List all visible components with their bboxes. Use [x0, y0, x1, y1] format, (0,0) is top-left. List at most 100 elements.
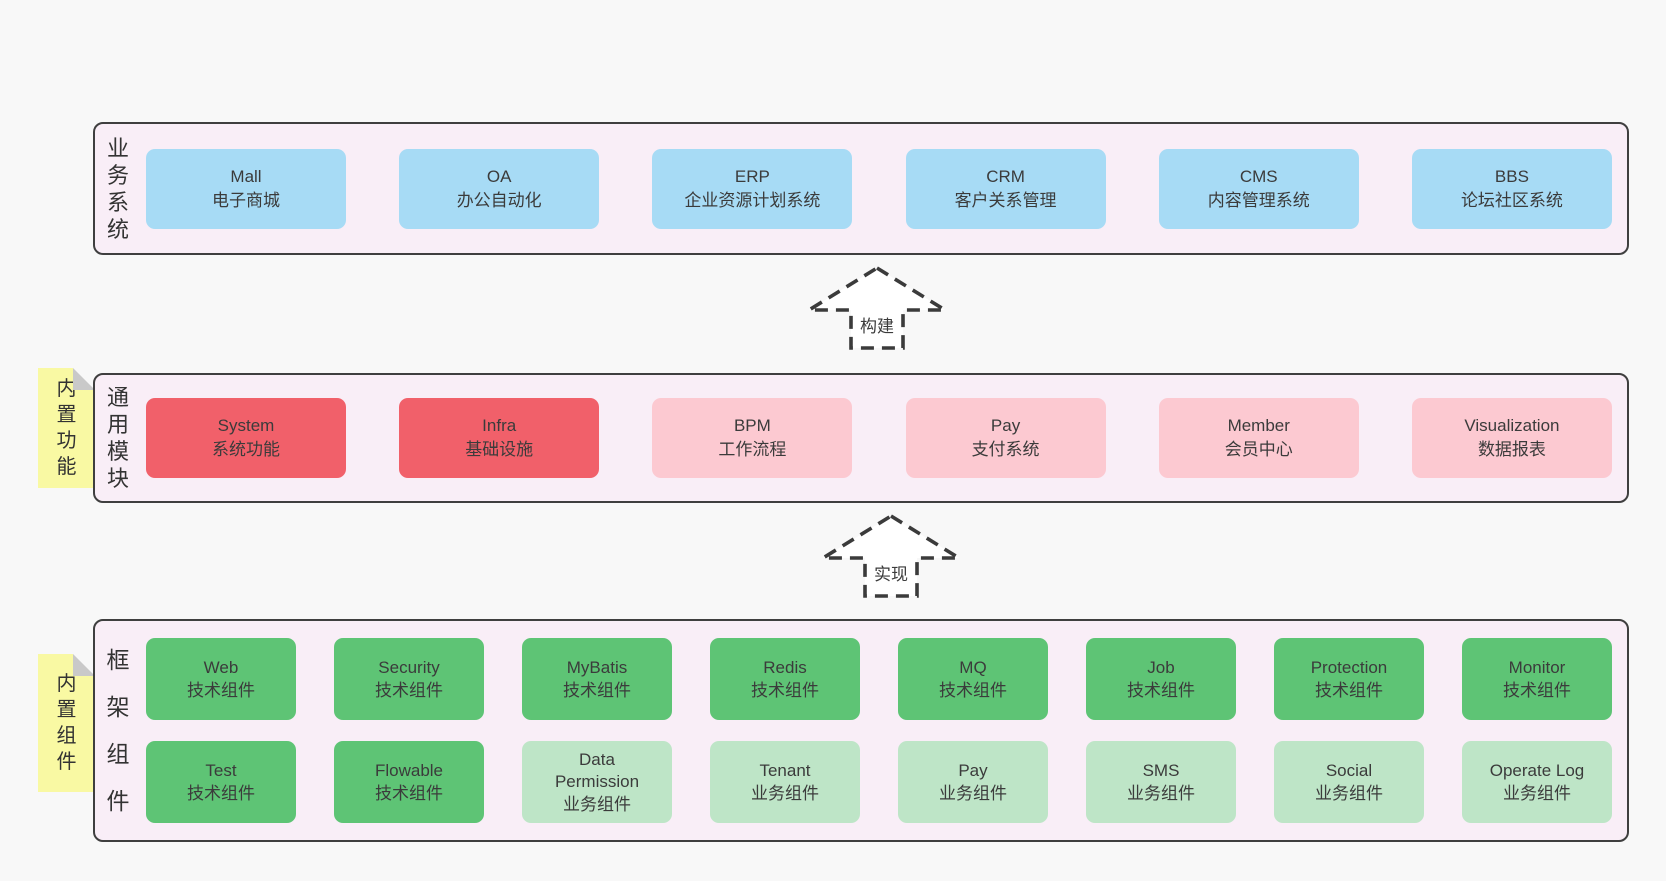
folded-corner-icon [73, 368, 95, 390]
box-subtitle: 工作流程 [718, 440, 787, 459]
box-name: BPM [733, 416, 771, 435]
box-name: Data Permission [554, 749, 640, 791]
box-operate-log: Operate Log 业务组件 [1462, 741, 1612, 823]
box-cms: CMS 内容管理系统 [1158, 148, 1359, 229]
box-name: Web [203, 657, 239, 677]
business-boxes-row: Mall 电子商城 OA 办公自动化 ERP 企业资源计划系统 CRM 客户关系… [141, 124, 1627, 253]
box-subtitle: 会员中心 [1224, 440, 1293, 459]
box-crm: CRM 客户关系管理 [905, 148, 1106, 229]
arrow-implement: 实现 [821, 514, 961, 598]
box-subtitle: 技术组件 [187, 783, 255, 803]
box-system: System 系统功能 [146, 398, 346, 478]
box-mall: Mall 电子商城 [146, 148, 346, 229]
box-redis: Redis 技术组件 [710, 638, 860, 720]
box-name: Flowable [374, 760, 444, 780]
side-label-common-modules: 通用模块 [95, 375, 141, 501]
box-name: Operate Log [1489, 760, 1585, 780]
box-name: Tenant [759, 760, 811, 780]
side-label-text: 框架组件 [106, 646, 130, 814]
box-name: Monitor [1508, 657, 1566, 677]
dashed-up-arrow-icon [807, 266, 947, 350]
box-name: System [217, 416, 275, 435]
box-subtitle: 业务组件 [1503, 783, 1571, 803]
box-name: Social [1325, 760, 1373, 780]
box-name: MQ [959, 657, 987, 677]
box-bbs: BBS 论坛社区系统 [1411, 148, 1612, 229]
box-subtitle: 支付系统 [971, 440, 1040, 459]
box-subtitle: 办公自动化 [456, 190, 542, 210]
box-protection: Protection 技术组件 [1274, 638, 1424, 720]
box-infra: Infra 基础设施 [399, 398, 600, 478]
component-row-1: Web 技术组件 Security 技术组件 MyBatis 技术组件 Redi… [146, 638, 1612, 720]
box-subtitle: 系统功能 [212, 440, 280, 459]
box-subtitle: 业务组件 [1127, 783, 1195, 803]
box-name: Redis [763, 657, 807, 677]
box-subtitle: 技术组件 [939, 680, 1007, 700]
box-name: Infra [482, 416, 517, 435]
box-mq: MQ 技术组件 [898, 638, 1048, 720]
side-label-business-systems: 业务系统 [95, 124, 141, 253]
box-sms: SMS 业务组件 [1086, 741, 1236, 823]
box-name: ERP [734, 166, 770, 186]
tab-built-in-features: 内置功能 [38, 368, 95, 488]
box-name: Job [1147, 657, 1175, 677]
side-label-framework-components: 框架组件 [95, 621, 141, 840]
box-subtitle: 技术组件 [563, 680, 631, 700]
box-name: Protection [1310, 657, 1388, 677]
component-row-2: Test 技术组件 Flowable 技术组件 Data Permission … [146, 741, 1612, 823]
box-web: Web 技术组件 [146, 638, 296, 720]
box-subtitle: 技术组件 [1127, 680, 1195, 700]
box-subtitle: 论坛社区系统 [1460, 190, 1563, 210]
box-subtitle: 业务组件 [563, 794, 631, 814]
box-name: CMS [1239, 166, 1278, 186]
box-name: MyBatis [566, 657, 628, 677]
box-name: Pay [990, 416, 1021, 435]
box-test: Test 技术组件 [146, 741, 296, 823]
box-name: CRM [986, 166, 1025, 186]
box-subtitle: 技术组件 [751, 680, 819, 700]
box-subtitle: 业务组件 [751, 783, 819, 803]
box-subtitle: 业务组件 [939, 783, 1007, 803]
box-name: BBS [1494, 166, 1529, 186]
arrow-build-label: 构建 [860, 317, 894, 336]
box-subtitle: 技术组件 [187, 680, 255, 700]
box-security: Security 技术组件 [334, 638, 484, 720]
box-mybatis: MyBatis 技术组件 [522, 638, 672, 720]
box-name: Pay [958, 760, 988, 780]
box-subtitle: 企业资源计划系统 [684, 190, 821, 210]
box-subtitle: 数据报表 [1477, 440, 1546, 459]
tab-built-in-features-label: 内置功能 [56, 378, 77, 478]
box-erp: ERP 企业资源计划系统 [652, 148, 853, 229]
box-subtitle: 技术组件 [1315, 680, 1383, 700]
box-subtitle: 电子商城 [212, 190, 280, 210]
box-name: Visualization [1464, 416, 1560, 435]
box-flowable: Flowable 技术组件 [334, 741, 484, 823]
box-subtitle: 技术组件 [375, 783, 443, 803]
layer-framework-components: 框架组件 Web 技术组件 Security 技术组件 MyBatis 技术组件… [93, 619, 1629, 842]
box-member: Member 会员中心 [1158, 398, 1359, 478]
arrow-implement-label: 实现 [874, 565, 908, 584]
box-subtitle: 客户关系管理 [954, 190, 1057, 210]
box-bpm: BPM 工作流程 [652, 398, 853, 478]
box-tenant: Tenant 业务组件 [710, 741, 860, 823]
box-data-permission: Data Permission 业务组件 [522, 741, 672, 823]
box-monitor: Monitor 技术组件 [1462, 638, 1612, 720]
box-subtitle: 技术组件 [375, 680, 443, 700]
box-subtitle: 技术组件 [1503, 680, 1571, 700]
folded-corner-icon [73, 654, 95, 676]
box-name: Member [1227, 416, 1290, 435]
layer-common-modules: 通用模块 System 系统功能 Infra 基础设施 BPM 工作流程 Pay… [93, 373, 1629, 503]
side-label-text: 通用模块 [106, 385, 129, 491]
component-boxes-grid: Web 技术组件 Security 技术组件 MyBatis 技术组件 Redi… [141, 621, 1627, 840]
tab-built-in-components: 内置组件 [38, 654, 95, 792]
box-job: Job 技术组件 [1086, 638, 1236, 720]
box-oa: OA 办公自动化 [399, 148, 600, 229]
dashed-up-arrow-icon [821, 514, 961, 598]
side-label-text: 业务系统 [106, 135, 129, 242]
layer-business-systems: 业务系统 Mall 电子商城 OA 办公自动化 ERP 企业资源计划系统 CRM… [93, 122, 1629, 255]
box-subtitle: 业务组件 [1315, 783, 1383, 803]
box-name: SMS [1142, 760, 1180, 780]
box-name: Test [205, 760, 237, 780]
arrow-build: 构建 [807, 266, 947, 350]
module-boxes-row: System 系统功能 Infra 基础设施 BPM 工作流程 Pay 支付系统… [141, 375, 1627, 501]
